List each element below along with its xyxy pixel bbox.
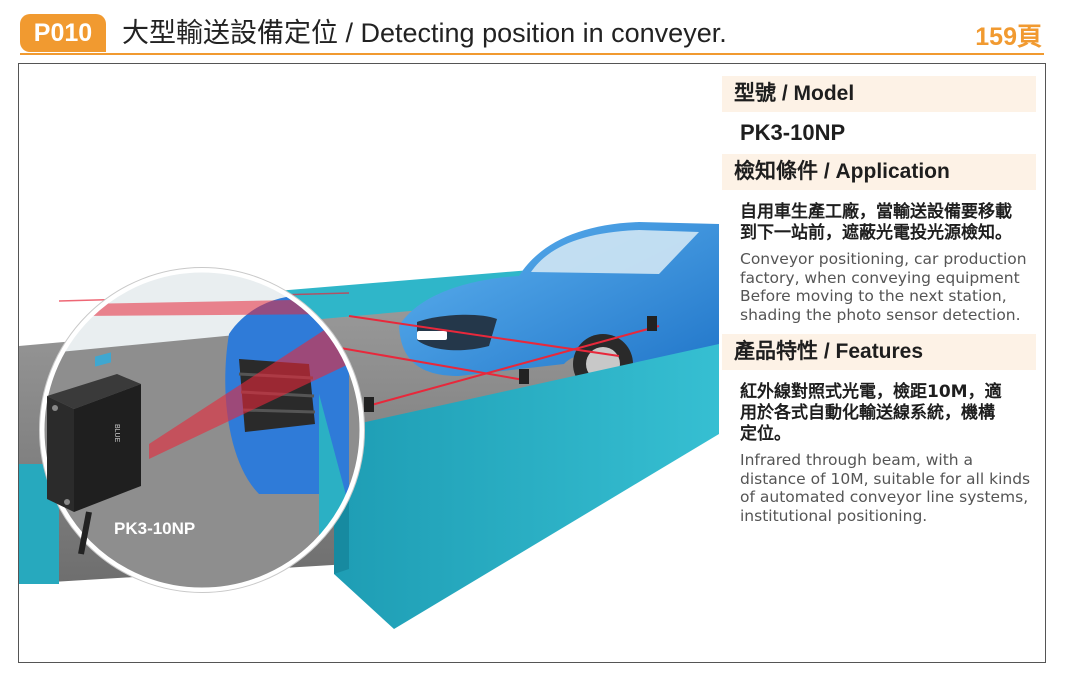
model-value: PK3-10NP bbox=[740, 120, 846, 145]
application-zh-line: 到下一站前，遮蔽光電投光源檢知。 bbox=[740, 223, 1012, 243]
application-en-line: Before moving to the next station, bbox=[740, 287, 1007, 305]
features-en-line: Infrared through beam, with a bbox=[740, 451, 974, 469]
application-heading: 檢知條件 / Application bbox=[722, 154, 1036, 190]
section-code-badge: P010 bbox=[20, 14, 106, 52]
page-reference: 159頁 bbox=[975, 23, 1042, 51]
sensor-model-label: PK3-10NP bbox=[114, 519, 195, 538]
car bbox=[399, 222, 719, 394]
magnifier: BLUE PK3-10NP bbox=[39, 267, 365, 593]
application-en-line: factory, when conveying equipment bbox=[740, 268, 1020, 287]
application-en-line: shading the photo sensor detection. bbox=[740, 305, 1021, 324]
info-panel: 型號 / Model PK3-10NP 檢知條件 / Application 自… bbox=[722, 76, 1036, 525]
features-en-line: institutional positioning. bbox=[740, 506, 928, 525]
application-zh-line: 自用車生產工廠，當輸送設備要移載 bbox=[740, 202, 1012, 222]
wall-sensor bbox=[647, 316, 657, 331]
illustration-svg: BLUE PK3-10NP bbox=[19, 64, 719, 662]
features-zh-line: 紅外線對照式光電，檢距10M，適 bbox=[740, 382, 1002, 402]
features-zh-line: 用於各式自動化輸送線系統，機構 bbox=[740, 403, 995, 423]
features-en-line: distance of 10M, suitable for all kinds bbox=[740, 469, 1031, 488]
sensor-text: BLUE bbox=[113, 424, 120, 443]
page-header: P010 大型輸送設備定位 / Detecting position in co… bbox=[0, 0, 1066, 60]
sensor-device: BLUE bbox=[47, 352, 141, 555]
front-wall bbox=[334, 344, 719, 629]
features-en-line: of automated conveyor line systems, bbox=[740, 488, 1029, 506]
wall-sensor bbox=[519, 369, 529, 384]
page-title: 大型輸送設備定位 / Detecting position in conveye… bbox=[122, 18, 727, 48]
application-en-line: Conveyor positioning, car production bbox=[740, 250, 1027, 268]
features-heading: 產品特性 / Features bbox=[722, 334, 1036, 370]
conveyor-illustration: BLUE PK3-10NP bbox=[19, 64, 719, 662]
features-zh-line: 定位。 bbox=[740, 424, 791, 444]
model-heading: 型號 / Model bbox=[722, 76, 1036, 112]
wall-sensor bbox=[364, 397, 374, 412]
header-divider bbox=[20, 53, 1044, 55]
